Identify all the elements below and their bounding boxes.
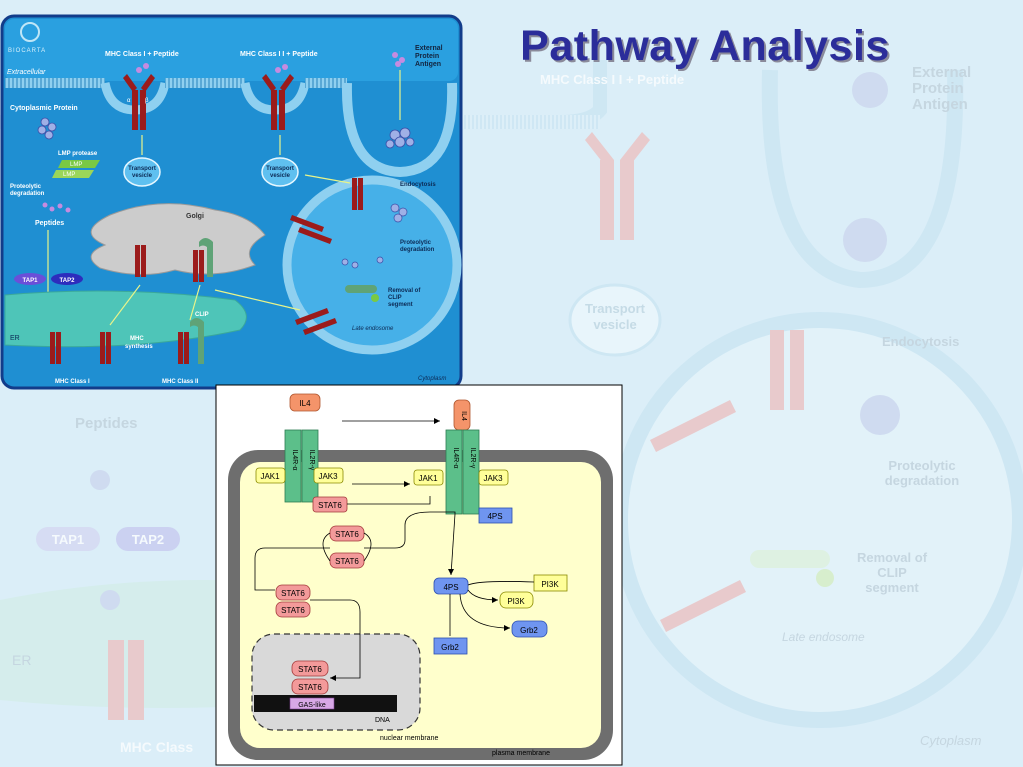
stat6-node-3: STAT6 <box>335 557 359 566</box>
il2r-gamma-right: IL2R-γ <box>469 448 476 469</box>
il4r-alpha-left: IL4R-α <box>291 449 298 470</box>
bg-external-line2: Protein <box>912 80 964 97</box>
removal-clip-line3: segment <box>388 302 413 308</box>
bg-endocytosis: Endocytosis <box>882 334 959 349</box>
bg-mhc-class: MHC Class <box>120 739 193 755</box>
external-antigen-line2: Protein <box>415 53 439 60</box>
proteolytic-left-line2: degradation <box>10 191 45 197</box>
bg-removal-line1: Removal of <box>857 550 928 565</box>
bg-transport-vesicle-line1: Transport <box>585 301 646 316</box>
bg-cytoplasm: Cytoplasm <box>920 733 982 748</box>
cytoplasmic-protein-label: Cytoplasmic Protein <box>10 105 78 112</box>
il2r-gamma-left: IL2R-γ <box>308 450 315 471</box>
il4-signaling-diagram: nuclear membrane plasma membrane IL4 IL4… <box>215 384 623 766</box>
il4r-alpha-right: IL4R-α <box>452 447 459 468</box>
il4-ligand-right: IL4 <box>460 411 467 421</box>
cytoplasm-label: Cytoplasm <box>418 376 446 382</box>
il4-ligand-left: IL4 <box>299 399 311 408</box>
golgi-label: Golgi <box>186 213 204 220</box>
jak1-left: JAK1 <box>260 472 280 481</box>
fourps-cytoplasm: 4PS <box>443 583 458 592</box>
mhc1-peptide-label: MHC Class I + Peptide <box>105 51 179 58</box>
bg-external-line1: External <box>912 64 971 81</box>
proteolytic-right-line2: degradation <box>400 247 435 253</box>
mhc-antigen-presentation-diagram: BIOCARTA Extracellular MHC Class I + Pep… <box>0 14 463 390</box>
stat6-node-4: STAT6 <box>281 589 305 598</box>
biocarta-logo: BIOCARTA <box>8 48 46 54</box>
nuclear-membrane-label: nuclear membrane <box>380 735 438 742</box>
bg-late-endosome: Late endosome <box>782 630 865 644</box>
mhc-class2-label: MHC Class II <box>162 379 199 385</box>
stat6-node-1: STAT6 <box>318 501 342 510</box>
mhc1-top-alpha: α <box>127 98 131 104</box>
bg-tap1: TAP1 <box>52 532 84 547</box>
stat6-node-7: STAT6 <box>298 683 322 692</box>
tap2-label: TAP2 <box>60 278 76 284</box>
er-label: ER <box>10 335 20 342</box>
mhc-synthesis-line2: synthesis <box>125 344 153 350</box>
endocytosis-label: Endocytosis <box>400 182 436 188</box>
plasma-membrane-label: plasma membrane <box>492 750 550 757</box>
late-endosome-label: Late endosome <box>352 326 394 332</box>
bg-proteolytic-line2: degradation <box>885 473 959 488</box>
bg-removal-line2: CLIP <box>877 565 907 580</box>
lmp-protease-label: LMP protease <box>58 151 98 157</box>
transport-vesicle-1-line2: vesicle <box>132 173 153 179</box>
lmp-label-2: LMP <box>63 172 75 178</box>
jak3-left: JAK3 <box>318 472 338 481</box>
transport-vesicle-1-line1: Transport <box>128 166 156 172</box>
grb2-node-2: Grb2 <box>441 643 459 652</box>
removal-clip-line2: CLIP <box>388 295 402 301</box>
proteolytic-left-line1: Proteolytic <box>10 184 42 190</box>
removal-clip-line1: Removal of <box>388 288 421 294</box>
bg-transport-vesicle-line2: vesicle <box>593 317 636 332</box>
bg-tap2: TAP2 <box>132 532 164 547</box>
gas-like-label: GAS-like <box>298 702 326 709</box>
dna-label: DNA <box>375 717 390 724</box>
stat6-node-6: STAT6 <box>298 665 322 674</box>
extracellular-label: Extracellular <box>7 69 46 76</box>
fourps-membrane: 4PS <box>487 512 502 521</box>
stat6-node-5: STAT6 <box>281 606 305 615</box>
mhc-synthesis-line1: MHC <box>130 336 144 342</box>
clip-label: CLIP <box>195 312 209 318</box>
proteolytic-right-line1: Proteolytic <box>400 240 432 246</box>
bg-external-line3: Antigen <box>912 96 968 113</box>
jak1-right: JAK1 <box>418 474 438 483</box>
pi3k-node-1: PI3K <box>541 580 559 589</box>
mhc-class1-label: MHC Class I <box>55 379 90 385</box>
lmp-label-1: LMP <box>70 162 82 168</box>
bg-mhc-label: MHC Class I I + Peptide <box>540 72 684 87</box>
tap1-label: TAP1 <box>23 278 39 284</box>
peptides-label: Peptides <box>35 220 64 227</box>
mhc1-top-beta: β <box>145 98 149 104</box>
bg-er: ER <box>12 652 31 668</box>
slide-title: Pathway Analysis <box>520 22 890 70</box>
external-antigen-line1: External <box>415 45 443 52</box>
mhc2-peptide-label: MHC Class I I + Peptide <box>240 51 318 58</box>
jak3-right: JAK3 <box>483 474 503 483</box>
transport-vesicle-2-line2: vesicle <box>270 173 291 179</box>
pi3k-node-2: PI3K <box>507 597 525 606</box>
stat6-node-2: STAT6 <box>335 530 359 539</box>
transport-vesicle-2-line1: Transport <box>266 166 294 172</box>
external-antigen-line3: Antigen <box>415 61 441 68</box>
bg-peptides: Peptides <box>75 415 138 432</box>
bg-removal-line3: segment <box>865 580 919 595</box>
bg-proteolytic-line1: Proteolytic <box>888 458 955 473</box>
grb2-node-1: Grb2 <box>520 626 538 635</box>
